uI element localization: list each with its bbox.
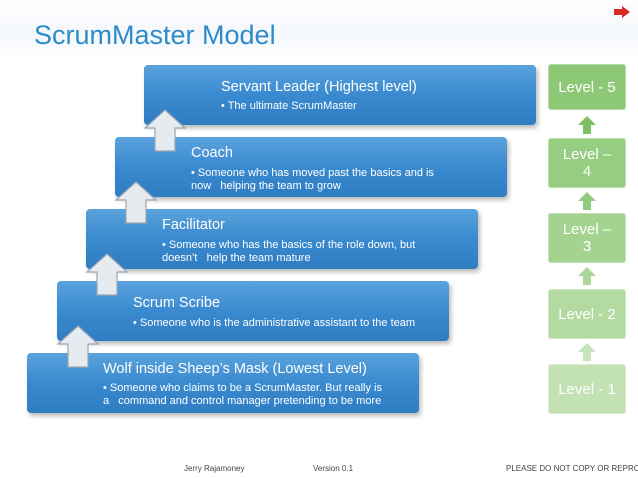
level-label: Level – 4 <box>562 146 612 180</box>
level-label: Level - 1 <box>558 380 616 398</box>
level-5-box: Level - 5 <box>548 64 626 110</box>
green-up-arrow-icon <box>578 116 596 134</box>
step-description: • Someone who is the administrative assi… <box>133 317 416 329</box>
step-description: • The ultimate ScrumMaster <box>221 100 357 112</box>
step-wolf-in-sheeps-mask: Wolf inside Sheep’s Mask (Lowest Level) … <box>27 353 419 413</box>
step-facilitator: Facilitator • Someone who has the basics… <box>86 209 478 269</box>
footer-version: Version 0.1 <box>313 464 354 473</box>
step-description: • Someone who has the basics of the role… <box>162 239 416 264</box>
footer-notice: PLEASE DO NOT COPY OR REPRODUC <box>506 464 638 473</box>
step-coach: Coach • Someone who has moved past the b… <box>115 137 507 197</box>
title-band <box>0 0 638 62</box>
green-up-arrow-icon <box>578 343 596 361</box>
level-label: Level - 2 <box>558 305 616 323</box>
level-label: Level - 5 <box>558 78 616 96</box>
green-up-arrow-icon <box>578 267 596 285</box>
up-arrow-icon <box>143 109 187 152</box>
level-label: Level – 3 <box>562 221 612 255</box>
slide-title: ScrumMaster Model <box>34 20 276 50</box>
step-title: Wolf inside Sheep’s Mask (Lowest Level) <box>103 361 367 377</box>
level-2-box: Level - 2 <box>548 289 626 339</box>
next-slide-arrow-icon[interactable] <box>614 6 630 18</box>
up-arrow-icon <box>56 325 100 368</box>
up-arrow-icon <box>114 181 158 224</box>
step-title: Facilitator <box>162 217 225 233</box>
step-title: Scrum Scribe <box>133 295 221 311</box>
footer-author: Jerry Rajamoney <box>184 464 245 473</box>
step-description: • Someone who has moved past the basics … <box>191 167 434 192</box>
green-up-arrow-icon <box>578 192 596 210</box>
level-4-box: Level – 4 <box>548 138 626 188</box>
step-scrum-scribe: Scrum Scribe • Someone who is the admini… <box>57 281 449 341</box>
step-title: Servant Leader (Highest level) <box>221 79 417 95</box>
step-description: • Someone who claims to be a ScrumMaster… <box>103 382 382 407</box>
level-1-box: Level - 1 <box>548 364 626 414</box>
level-3-box: Level – 3 <box>548 213 626 263</box>
step-servant-leader: Servant Leader (Highest level) • The ult… <box>144 65 536 125</box>
up-arrow-icon <box>85 253 129 296</box>
step-title: Coach <box>191 145 233 161</box>
